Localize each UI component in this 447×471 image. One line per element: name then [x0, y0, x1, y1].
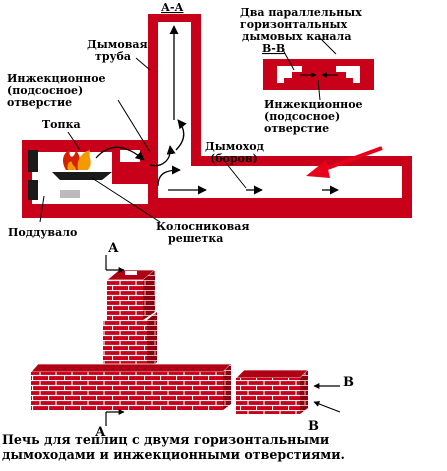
flame-icon [63, 150, 91, 170]
ash-pile [60, 190, 80, 198]
injection-right-label-3: отверстие [264, 122, 329, 135]
marker-b-top: В [343, 375, 354, 390]
injection-right-label: Инжекционное [264, 98, 363, 111]
section-aa-drawing [22, 14, 412, 218]
flue-channel [148, 156, 412, 218]
marker-a-top: А [108, 241, 119, 256]
pointer-arrow [306, 146, 383, 178]
two-channels-label-2: горизонтальных [240, 18, 348, 31]
blower-door [28, 180, 38, 200]
flue-label: Дымоход [205, 140, 264, 153]
firebox-label: Топка [42, 118, 81, 131]
brick-firebox-block [103, 312, 157, 372]
section-bb-title: В-В [262, 42, 285, 55]
injection-left-label: Инжекционное [7, 72, 106, 85]
brick-stove-3d: А А В В [30, 241, 354, 440]
chimney-opening [125, 271, 137, 275]
grate-label: Колосниковая [156, 220, 250, 233]
section-aa-title: А-А [161, 1, 184, 14]
brick-flue-body [30, 363, 232, 410]
caption-line-1: Печь для теплиц с двумя горизонтальными [2, 432, 330, 447]
section-markers [105, 255, 341, 426]
brick-segment-right [235, 369, 309, 414]
leader-lines [39, 37, 337, 223]
gas-flow-arrows [95, 25, 339, 195]
injection-left-label-2: (подсосное) [7, 84, 83, 97]
chimney [148, 14, 201, 198]
diagram-labels: А-А Дымовая труба Инжекционное (подсосно… [7, 1, 363, 245]
injection-right-label-2: (подсосное) [264, 110, 340, 123]
marker-a-bottom: А [95, 425, 106, 440]
caption-line-2: дымоходами и инжекционными отверстиями. [2, 447, 345, 462]
grate [52, 172, 112, 198]
two-channels-label-3: дымовых канала [242, 30, 351, 43]
grate-label-2: решетка [168, 232, 223, 245]
two-channels-label: Два параллельных [240, 6, 362, 19]
chimney-label: Дымовая [87, 38, 148, 51]
brick-chimney [105, 269, 157, 320]
blower-label: Поддувало [8, 226, 77, 239]
firebox-door [28, 150, 38, 172]
figure-caption: Печь для теплиц с двумя горизонтальными … [2, 432, 447, 462]
flue-label-2: (боров) [210, 152, 258, 165]
injection-left-label-3: отверстие [7, 96, 72, 109]
chimney-label-2: труба [95, 50, 131, 63]
marker-b-bottom: В [308, 419, 319, 434]
